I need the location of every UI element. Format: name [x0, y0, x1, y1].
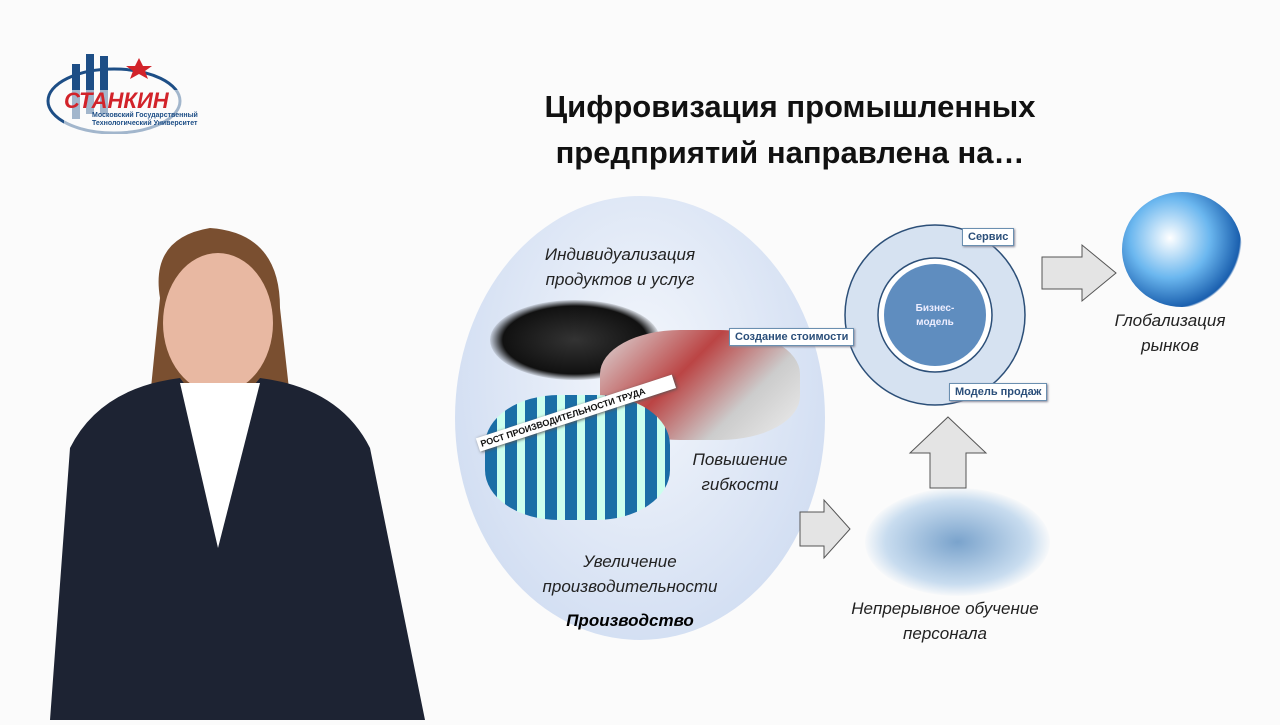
training-label: персонала: [903, 624, 987, 643]
individualization-label: Индивидуализация: [544, 245, 696, 264]
production-label: Производство: [566, 611, 694, 630]
arrow-up-icon: [908, 416, 988, 489]
title-line: Цифровизация промышленных: [544, 89, 1036, 124]
value-creation-label: Создание стоимости: [729, 328, 855, 346]
presenter-video: [40, 228, 430, 720]
logo-icon: [46, 54, 192, 135]
title-line: предприятий направлена на…: [555, 135, 1025, 170]
globe-image: [1122, 192, 1242, 307]
productivity-label: Увеличение: [583, 552, 677, 571]
productivity-label: производительности: [542, 577, 718, 596]
globalization-label: Глобализация: [1114, 311, 1226, 330]
training-image: [865, 488, 1050, 596]
business-model-label: модель: [916, 317, 954, 328]
flexibility-label: гибкости: [701, 475, 779, 494]
slide-title: Цифровизация промышленных предприятий нап…: [480, 84, 1100, 176]
logo-name: СТАНКИН: [64, 88, 169, 113]
individualization-label: продуктов и услуг: [545, 270, 695, 289]
sales-model-label: Модель продаж: [949, 383, 1048, 401]
arrow-right-icon: [1041, 243, 1117, 303]
arrow-right-icon: [799, 498, 851, 560]
service-label: Сервис: [962, 228, 1015, 246]
business-model-label: Бизнес-: [915, 303, 955, 314]
training-label: Непрерывное обучение: [851, 599, 1039, 618]
business-model-cycle: [844, 224, 1026, 406]
flexibility-label: Повышение: [692, 450, 788, 469]
logo-subtitle: Технологический Университет: [92, 120, 198, 127]
logo-subtitle: Московский Государственный: [92, 112, 198, 119]
globalization-label: рынков: [1141, 336, 1199, 355]
